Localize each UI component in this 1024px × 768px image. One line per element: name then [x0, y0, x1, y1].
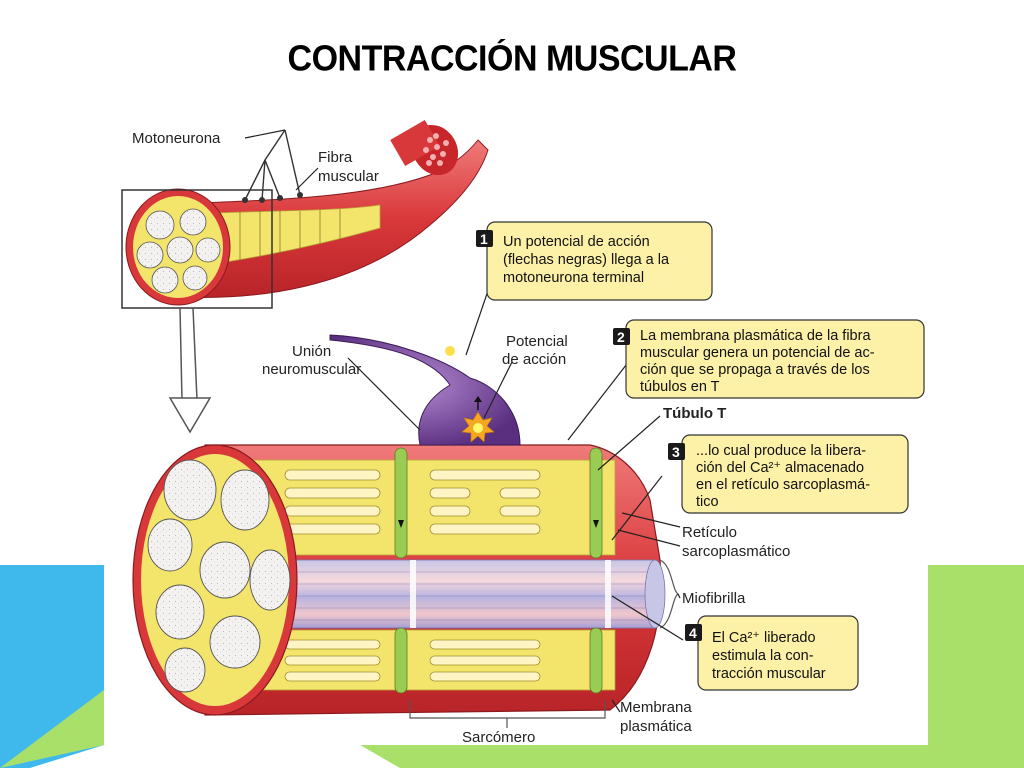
step-3-line-1: ...lo cual produce la libera-	[696, 443, 866, 459]
step-2-line-1: La membrana plasmática de la fibra	[640, 328, 871, 344]
label-reticulo-2: sarcoplasmático	[682, 543, 790, 560]
z-lines	[410, 560, 611, 628]
green-right-shape	[928, 565, 1024, 768]
label-miofibrilla: Miofibrilla	[682, 590, 746, 607]
step-1-line-3: motoneurona terminal	[503, 270, 644, 286]
label-motoneurona: Motoneurona	[132, 130, 221, 147]
step-callout-4: 4 El Ca²⁺ liberado estimula la con- trac…	[685, 615, 859, 691]
large-cross-section	[132, 444, 298, 716]
zoom-selection-box	[121, 189, 273, 309]
t-tubule-arrows-icon	[398, 520, 599, 528]
label-reticulo-1: Retículo	[682, 524, 737, 541]
label-potencial-2: de acción	[502, 351, 566, 368]
label-sarcomero: Sarcómero	[462, 729, 535, 746]
large-fiber-illustration	[132, 334, 680, 728]
svg-text:4: 4	[689, 625, 697, 641]
label-union-2: neuromuscular	[262, 361, 361, 378]
svg-text:1: 1	[480, 231, 488, 247]
step-number-badge-1: 1	[476, 230, 493, 247]
small-cross-section	[125, 188, 231, 306]
label-tubulo-t: Túbulo T	[663, 405, 726, 422]
motoneuron-axon	[329, 334, 521, 446]
step-4-line-3: tracción muscular	[712, 666, 826, 682]
step-number-badge-4: 4	[685, 624, 702, 641]
slide-title: CONTRACCIÓN MUSCULAR	[287, 39, 737, 79]
step-2-line-4: túbulos en T	[640, 379, 720, 395]
step-callout-3: 3 ...lo cual produce la libera- ción del…	[668, 434, 909, 514]
leader-lines	[244, 129, 684, 713]
myofibril-striations	[235, 571, 655, 621]
step-number-badge-2: 2	[613, 328, 630, 345]
svg-text:2: 2	[617, 329, 625, 345]
sarcomere-bracket	[409, 700, 606, 728]
step-1-line-2: (flechas negras) llega a la	[503, 252, 670, 268]
step-1-line-1: Un potencial de acción	[503, 234, 650, 250]
neuromuscular-junction	[329, 334, 521, 446]
step-number-badge-3: 3	[668, 443, 685, 460]
svg-text:3: 3	[672, 444, 680, 460]
label-fibra-muscular-2: muscular	[318, 168, 379, 185]
myofibril	[234, 559, 656, 629]
step-2-line-3: ción que se propaga a través de los	[640, 362, 870, 378]
step-3-line-2: ción del Ca²⁺ almacenado	[696, 460, 864, 476]
motoneuron-branches	[244, 129, 301, 201]
small-fiber-illustration	[121, 120, 489, 434]
label-membrana-1: Membrana	[620, 699, 692, 716]
green-corner-shape	[0, 690, 104, 768]
step-4-line-2: estimula la con-	[712, 648, 814, 664]
step-2-line-2: muscular genera un potencial de ac-	[640, 345, 875, 361]
green-bottom-shape	[360, 745, 928, 768]
label-fibra-muscular-1: Fibra	[318, 149, 353, 166]
zoom-arrow-icon	[168, 307, 212, 434]
step-callout-2: 2 La membrana plasmática de la fibra mus…	[613, 319, 925, 399]
label-union-1: Unión	[292, 343, 331, 360]
step-3-line-3: en el retículo sarcoplasmá-	[696, 477, 870, 493]
step-callout-1: 1 Un potencial de acción (flechas negras…	[476, 221, 713, 301]
reticulum-tubules	[284, 469, 541, 682]
step-4-line-1: El Ca²⁺ liberado	[712, 630, 816, 646]
fiber-bundle-end	[390, 120, 459, 176]
t-tubules	[394, 447, 603, 694]
label-potencial-1: Potencial	[506, 333, 568, 350]
step-3-line-4: tico	[696, 494, 719, 510]
label-membrana-2: plasmática	[620, 718, 692, 735]
